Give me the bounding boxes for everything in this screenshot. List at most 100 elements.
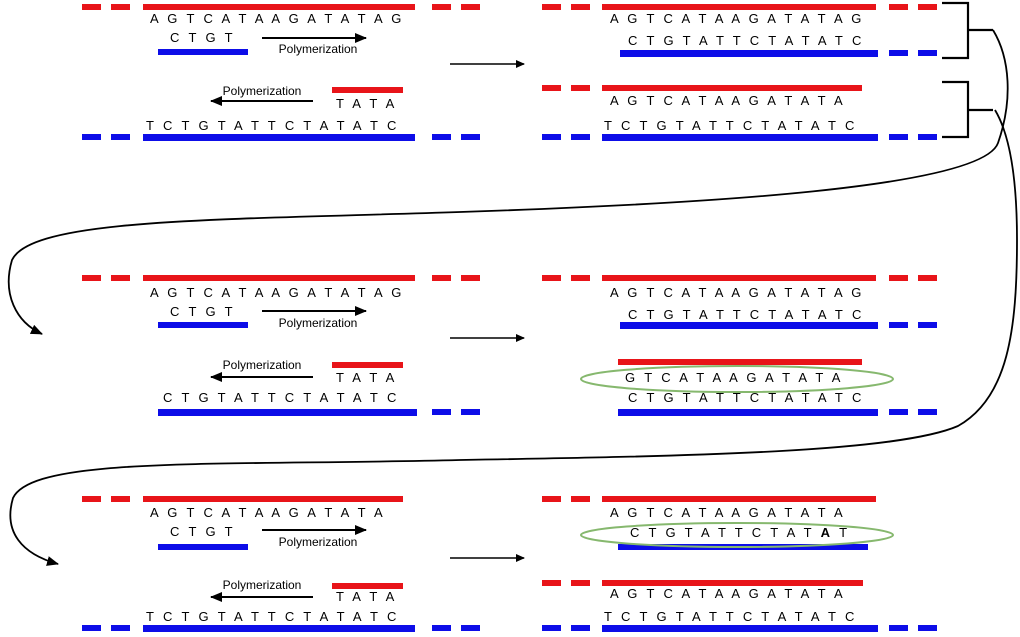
strand-dash: [918, 4, 937, 10]
product-pair-bracket: [942, 1, 970, 60]
amplicon-seq-pre: C T G T A T T C T A T: [630, 525, 821, 540]
sequence-row: C T G T A T T C T A T A T C: [163, 390, 397, 405]
amplicon-strand-bar-blue: [618, 544, 868, 550]
strand-dash: [82, 275, 101, 281]
strand-dash: [82, 134, 101, 140]
strand-dash: [889, 275, 908, 281]
strand-dash: [461, 275, 480, 281]
strand-dash: [432, 134, 451, 140]
sequence-row: C T G T A T T C T A T A T C: [628, 307, 862, 322]
strand-dash: [542, 496, 561, 502]
template-strand-bar-red: [143, 275, 415, 281]
amplicon-strand-bar-red: [618, 359, 862, 365]
strand-dash: [889, 625, 908, 631]
sequence-row: A G T C A T A A G A T A T A: [610, 586, 844, 601]
sequence-row: A G T C A T A A G A T A T A G: [150, 285, 402, 300]
strand-dash: [571, 85, 590, 91]
strand-dash: [461, 409, 480, 415]
strand-dash: [889, 322, 908, 328]
template-strand-bar-blue: [143, 625, 415, 632]
strand-dash: [918, 625, 937, 631]
strand-dash: [889, 4, 908, 10]
template-strand-bar-blue: [602, 625, 878, 632]
primer-bar-red: [332, 583, 403, 589]
sequence-row: A G T C A T A A G A T A T A G: [150, 11, 402, 26]
sequence-row: T C T G T A T T C T A T A T C: [604, 609, 855, 624]
strand-dash: [82, 4, 101, 10]
primer-bar-red: [332, 362, 403, 368]
sequence-row: A G T C A T A A G A T A T A: [610, 505, 844, 520]
product-strand-bar-red: [143, 496, 403, 502]
strand-dash: [111, 496, 130, 502]
reverse-primer-sequence: T A T A: [336, 370, 395, 385]
strand-dash: [111, 4, 130, 10]
sequence-row: A G T C A T A A G A T A T A: [150, 505, 384, 520]
strand-dash: [918, 134, 937, 140]
strand-dash: [918, 275, 937, 281]
sequence-row: T C T G T A T T C T A T A T C: [146, 609, 397, 624]
strand-dash: [571, 625, 590, 631]
polymerization-label: Polymerization: [278, 316, 358, 330]
strand-dash: [111, 134, 130, 140]
reverse-primer-sequence: T A T A: [336, 96, 395, 111]
strand-dash: [542, 275, 561, 281]
amplicon-seq-bold-base: A: [820, 525, 831, 540]
reverse-primer-sequence: T A T A: [336, 589, 395, 604]
forward-primer-sequence: C T G T: [170, 304, 234, 319]
strand-dash: [918, 50, 937, 56]
amplicon-sequence-circled: C T G T A T T C T A T A T: [630, 526, 848, 540]
strand-dash: [889, 50, 908, 56]
sequence-row: A G T C A T A A G A T A T A G: [610, 11, 862, 26]
polymerization-label: Polymerization: [222, 358, 302, 372]
strand-dash: [82, 625, 101, 631]
strand-dash: [82, 496, 101, 502]
template-strand-bar-blue: [143, 134, 415, 141]
strand-dash: [918, 409, 937, 415]
strand-dash: [571, 580, 590, 586]
primer-bar-blue: [158, 322, 248, 328]
product-strand-bar-blue: [620, 322, 878, 329]
template-strand-bar-red: [602, 4, 876, 10]
strand-dash: [571, 275, 590, 281]
product-strand-bar-red: [602, 580, 863, 586]
sequence-row: C T G T A T T C T A T A T C: [628, 390, 862, 405]
amplicon-sequence-circled: G T C A T A A G A T A T A: [625, 370, 841, 385]
strand-dash: [542, 134, 561, 140]
strand-dash: [461, 4, 480, 10]
strand-dash: [461, 625, 480, 631]
strand-dash: [571, 134, 590, 140]
sequence-row: C T G T A T T C T A T A T C: [628, 33, 862, 48]
template-strand-bar-red: [143, 4, 415, 10]
strand-dash: [432, 409, 451, 415]
forward-primer-sequence: C T G T: [170, 30, 234, 45]
strand-dash: [111, 275, 130, 281]
amplicon-seq-post: T: [830, 525, 848, 540]
polymerization-label: Polymerization: [222, 578, 302, 592]
strand-dash: [542, 625, 561, 631]
strand-dash: [432, 4, 451, 10]
polymerization-label: Polymerization: [278, 535, 358, 549]
strand-dash: [111, 625, 130, 631]
strand-dash: [542, 4, 561, 10]
strand-dash: [432, 625, 451, 631]
polymerization-label: Polymerization: [222, 84, 302, 98]
strand-dash: [889, 409, 908, 415]
sequence-row: T C T G T A T T C T A T A T C: [146, 118, 397, 133]
template-strand-bar-red: [602, 275, 876, 281]
product-strand-bar-blue: [158, 409, 417, 416]
polymerization-label: Polymerization: [278, 42, 358, 56]
product-strand-bar-blue: [618, 409, 878, 416]
strand-dash: [461, 134, 480, 140]
sequence-row: A G T C A T A A G A T A T A G: [610, 285, 862, 300]
product-strand-bar-red: [602, 85, 862, 91]
primer-bar-blue: [158, 49, 248, 55]
forward-primer-sequence: C T G T: [170, 524, 234, 539]
primer-bar-blue: [158, 544, 248, 550]
strand-dash: [571, 496, 590, 502]
product-strand-bar-red: [602, 496, 876, 502]
sequence-row: A G T C A T A A G A T A T A: [610, 93, 844, 108]
product-strand-bar-blue: [620, 50, 878, 57]
strand-dash: [918, 322, 937, 328]
template-strand-bar-blue: [602, 134, 878, 141]
